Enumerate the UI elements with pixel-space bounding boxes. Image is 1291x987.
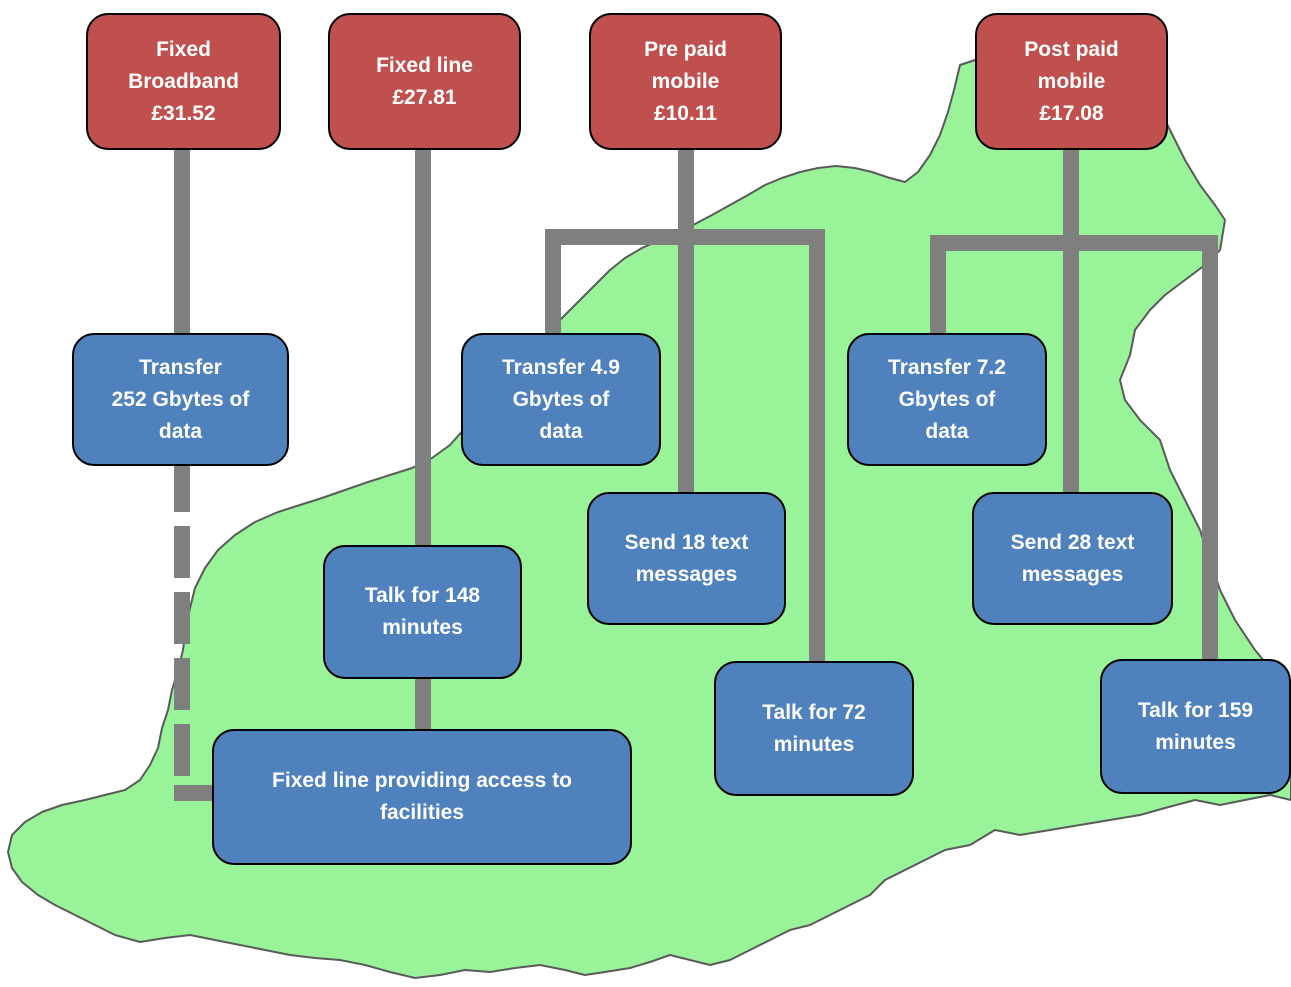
feature-box-line: data [158, 419, 203, 443]
feature-box-line: Transfer 7.2 [888, 355, 1006, 379]
feature-box-line: Send 18 text [624, 530, 749, 554]
feature-box-text: Transfer 4.9 Gbytes of data [502, 352, 620, 448]
feature-box-line: Send 28 text [1010, 530, 1135, 554]
feature-box-prepaid-text: Send 18 text messages [587, 492, 786, 625]
price-box-line: £17.08 [1039, 101, 1104, 125]
feature-box-line: Gbytes of [898, 387, 996, 411]
feature-box-line: minutes [773, 732, 855, 756]
feature-box-line: Transfer [139, 355, 222, 379]
price-box-pre-paid-mobile: Pre paid mobile £10.11 [589, 13, 782, 150]
price-box-line: Broadband [128, 69, 239, 93]
feature-box-line: minutes [1155, 730, 1236, 754]
feature-box-text: Talk for 148 minutes [365, 580, 480, 644]
feature-box-text: Transfer 7.2 Gbytes of data [888, 352, 1006, 448]
feature-box-line: Gbytes of [512, 387, 610, 411]
price-box-line: £31.52 [151, 101, 216, 125]
price-box-line: £27.81 [392, 85, 457, 109]
feature-box-line: facilities [379, 801, 465, 824]
price-box-line: Fixed line [376, 53, 473, 77]
feature-box-text: Fixed line providing access to facilitie… [272, 765, 572, 829]
feature-box-line: data [925, 419, 969, 443]
feature-box-line: minutes [382, 616, 463, 639]
feature-box-postpaid-talk: Talk for 159 minutes [1100, 659, 1291, 794]
feature-box-line: Transfer 4.9 [502, 355, 620, 379]
connector-lines [174, 150, 1218, 801]
feature-box-line: messages [1021, 562, 1124, 586]
feature-box-line: data [539, 419, 583, 443]
feature-box-prepaid-transfer: Transfer 4.9 Gbytes of data [461, 333, 661, 466]
price-box-line: Fixed [156, 37, 211, 61]
price-box-line: Pre paid [644, 37, 727, 61]
price-box-text: Post paid mobile £17.08 [1024, 34, 1119, 130]
price-box-text: Pre paid mobile £10.11 [644, 34, 727, 130]
price-box-line: mobile [1037, 69, 1106, 93]
feature-box-postpaid-transfer: Transfer 7.2 Gbytes of data [847, 333, 1047, 466]
feature-box-fixed-line-talk: Talk for 148 minutes [323, 545, 522, 679]
price-box-line: Post paid [1024, 37, 1119, 61]
price-box-post-paid-mobile: Post paid mobile £17.08 [975, 13, 1168, 150]
feature-box-text: Send 18 text messages [625, 527, 749, 591]
price-box-line: mobile [651, 69, 720, 93]
feature-box-line: messages [635, 562, 738, 586]
feature-box-line: Fixed line providing access to [272, 769, 572, 792]
feature-box-fixed-line-access: Fixed line providing access to facilitie… [212, 729, 632, 865]
feature-box-line: Talk for 148 [364, 584, 481, 607]
feature-box-line: Talk for 159 [1137, 698, 1254, 722]
feature-box-text: Transfer 252 Gbytes of data [112, 352, 250, 448]
feature-box-text: Talk for 159 minutes [1138, 695, 1253, 759]
price-box-text: Fixed line £27.81 [376, 50, 473, 114]
price-box-text: Fixed Broadband £31.52 [128, 34, 239, 130]
price-box-line: £10.11 [653, 101, 718, 125]
feature-box-postpaid-text: Send 28 text messages [972, 492, 1173, 625]
feature-box-broadband-transfer: Transfer 252 Gbytes of data [72, 333, 289, 466]
price-box-fixed-line: Fixed line £27.81 [328, 13, 521, 150]
price-box-fixed-broadband: Fixed Broadband £31.52 [86, 13, 281, 150]
feature-box-text: Send 28 text messages [1011, 527, 1135, 591]
feature-box-text: Talk for 72 minutes [762, 697, 865, 761]
feature-box-line: 252 Gbytes of [111, 387, 250, 411]
feature-box-line: Talk for 72 [762, 700, 866, 724]
feature-box-prepaid-talk: Talk for 72 minutes [714, 661, 914, 796]
